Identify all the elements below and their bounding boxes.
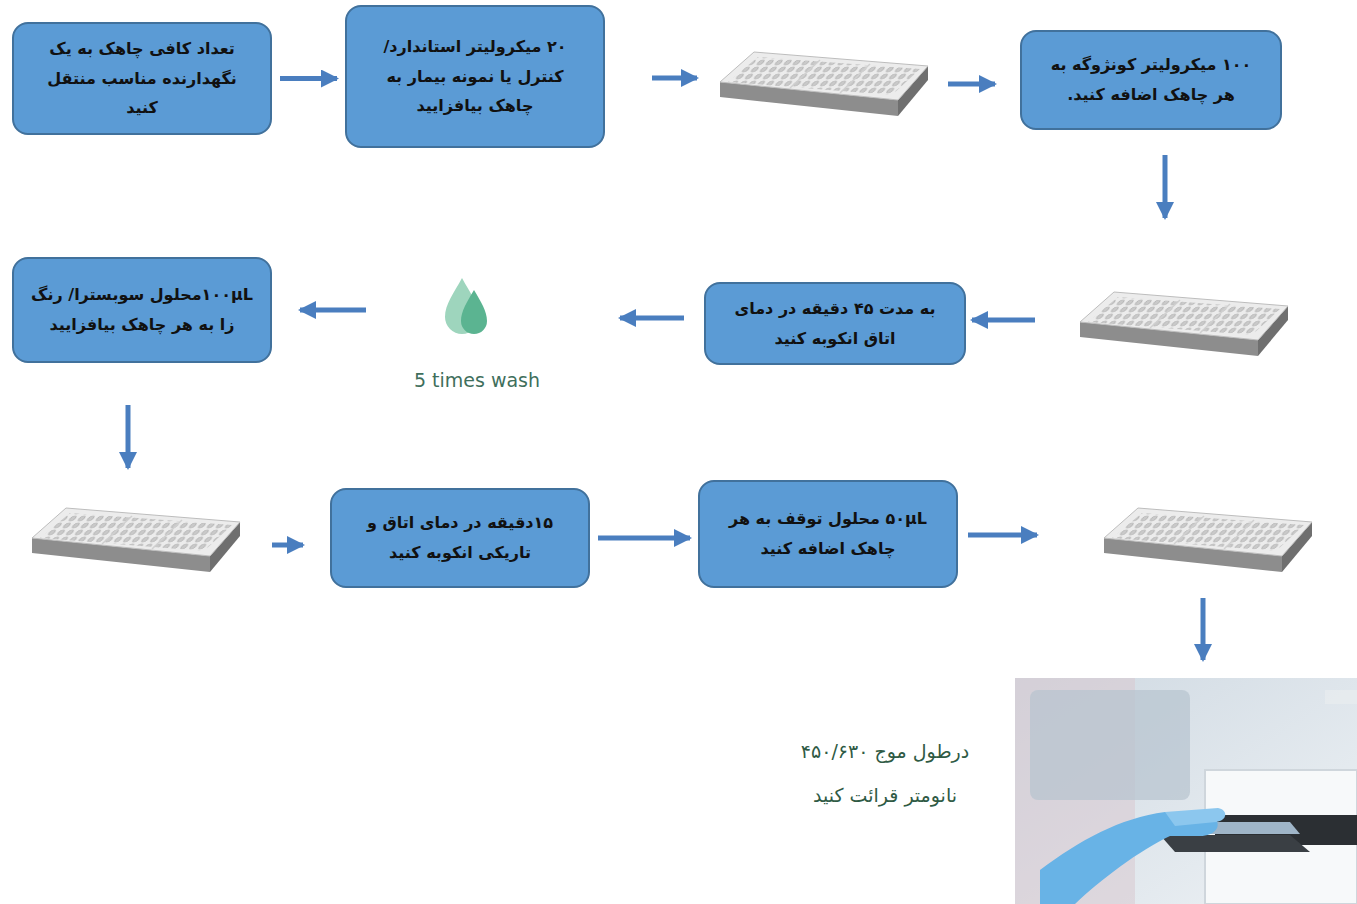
step-text: ۲۰ میکرولیتر استاندارد/ کنترل یا نمونه ب… [363,32,587,121]
plate-reader-photo [1015,678,1357,904]
step-text: ۵۰µL محلول توقف به هر چاهک اضافه کنید [716,504,940,563]
flow-arrow [1163,155,1168,218]
flow-arrow [1201,598,1206,660]
flow-arrow [126,405,131,468]
wash-label: 5 times wash [392,368,562,393]
flow-arrow [620,316,684,321]
microplate [1104,508,1312,572]
flow-arrow [300,308,366,313]
process-box: به مدت ۴۵ دقیقه در دمای اتاق انکوبه کنید [704,282,966,365]
process-box: ۱۵دقیقه در دمای اتاق و تاریکی انکوبه کنی… [330,488,590,588]
microplate [1080,292,1288,356]
reading-note: درطول موج ۴۵۰/۶۳۰ نانومتر قرائت کنید [795,730,975,817]
step-text: ۱۰۰µLمحلول سوبسترا/ رنگ زا به هر چاهک بی… [30,280,254,339]
flow-arrow [652,76,697,81]
step-text: ۱۰۰ میکرولیتر کونژوگه به هر چاهک اضافه ک… [1038,50,1264,109]
flow-arrow [280,76,337,81]
step-text: تعداد کافی چاهک به یک نگهدارنده مناسب من… [30,34,254,123]
process-box: ۱۰۰ میکرولیتر کونژوگه به هر چاهک اضافه ک… [1020,30,1282,130]
microplate [720,52,928,116]
flow-arrow [598,536,690,541]
flow-arrow [948,82,995,87]
microplate [32,508,240,572]
process-box: تعداد کافی چاهک به یک نگهدارنده مناسب من… [12,22,272,135]
step-text: به مدت ۴۵ دقیقه در دمای اتاق انکوبه کنید [722,294,948,353]
flow-arrow [968,533,1037,538]
process-box: ۲۰ میکرولیتر استاندارد/ کنترل یا نمونه ب… [345,5,605,148]
flow-arrow [972,318,1035,323]
wash-drop-icon [461,290,487,334]
step-text: ۱۵دقیقه در دمای اتاق و تاریکی انکوبه کنی… [348,508,572,567]
process-box: ۵۰µL محلول توقف به هر چاهک اضافه کنید [698,480,958,588]
process-box: ۱۰۰µLمحلول سوبسترا/ رنگ زا به هر چاهک بی… [12,257,272,363]
flow-arrow [272,543,303,548]
